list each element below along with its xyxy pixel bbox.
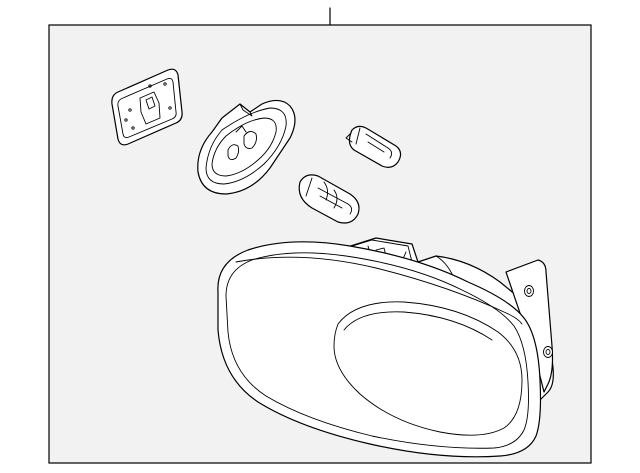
bulb-socket [197, 99, 296, 195]
wedge-bulb-large [298, 174, 360, 224]
socket-gasket [111, 68, 183, 146]
wedge-bulb-small [345, 125, 402, 168]
lamp-assembly [217, 237, 554, 458]
